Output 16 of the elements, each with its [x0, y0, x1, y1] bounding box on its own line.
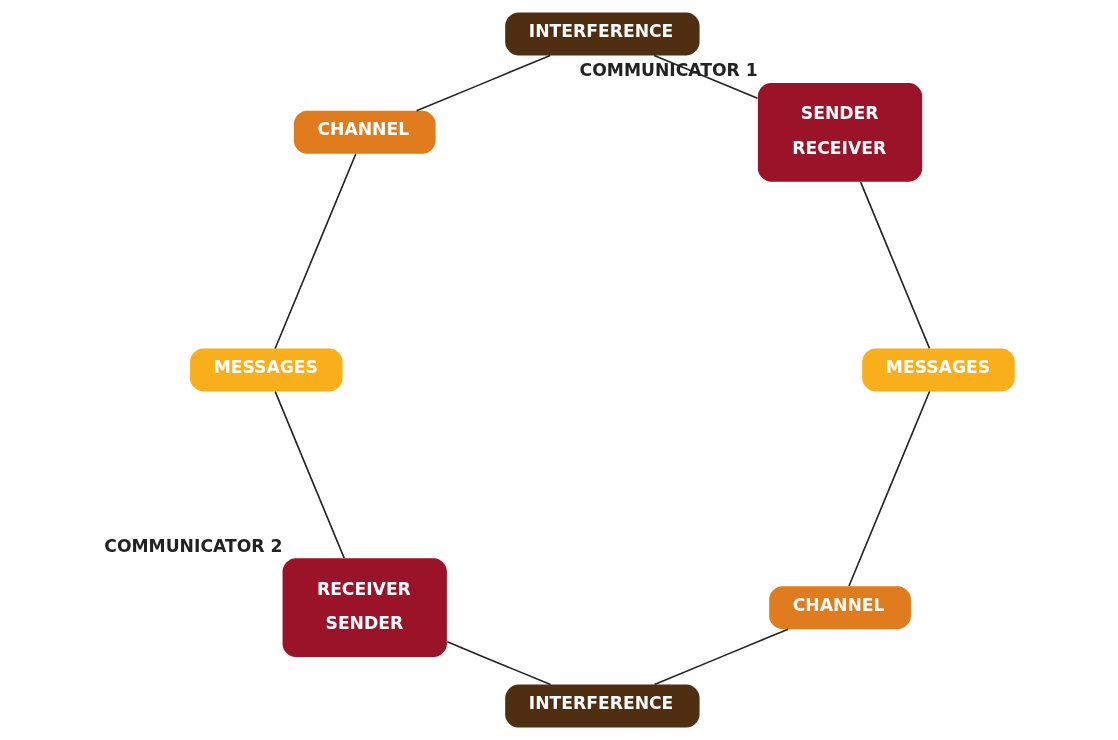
- node-box: INTERFERENCE: [504, 684, 700, 728]
- node-box: INTERFERENCE: [504, 12, 700, 56]
- connector: [415, 54, 551, 112]
- connector: [273, 153, 357, 350]
- node-box: CHANNEL: [768, 586, 911, 630]
- node-box: MESSAGES: [189, 348, 343, 392]
- connector: [847, 390, 930, 587]
- node-box: MESSAGES: [861, 348, 1015, 392]
- connector: [653, 628, 789, 686]
- node-box: CHANNEL: [293, 110, 436, 154]
- node-label: COMMUNICATOR 2: [103, 535, 282, 556]
- connector: [859, 181, 930, 350]
- node-box: SENDER RECEIVER: [757, 82, 922, 182]
- node-box: RECEIVER SENDER: [282, 558, 447, 658]
- connector: [273, 390, 345, 559]
- connector: [446, 641, 551, 686]
